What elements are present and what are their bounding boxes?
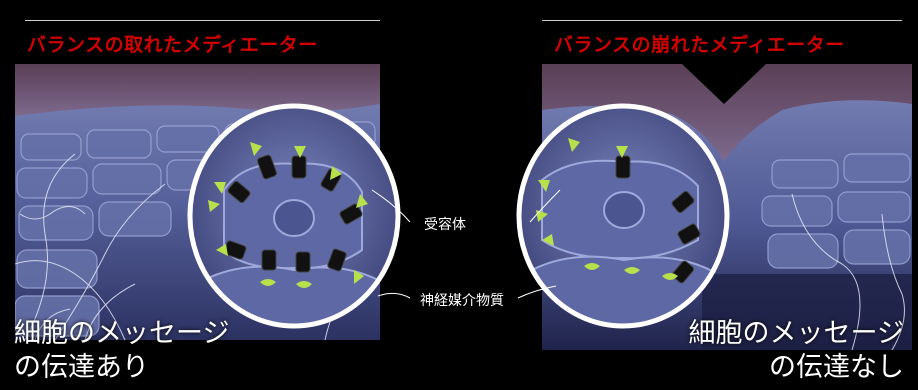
receptor-icon — [257, 154, 277, 180]
neurotransmitter-icon — [260, 279, 276, 286]
left-caption-line1: 細胞のメッセージ — [14, 318, 230, 349]
receptor-icon — [261, 249, 277, 271]
neurotransmitter-icon — [294, 146, 306, 158]
right-zoom-circle — [516, 103, 730, 329]
receptor-icon — [339, 203, 363, 225]
neurotransmitter-icon — [536, 210, 548, 222]
neurotransmitter-icon — [250, 142, 262, 156]
receptor-label: 受容体 — [424, 217, 466, 233]
neurotransmitter-icon — [584, 263, 600, 270]
left-caption-line2: の伝達あり — [14, 352, 149, 383]
neurotransmitter-icon — [216, 244, 228, 256]
left-panel-top-border — [25, 20, 380, 21]
receptor-icon — [295, 251, 311, 273]
neurotransmitter-icon — [356, 194, 368, 208]
right-panel-top-border — [542, 20, 902, 21]
right-panel-title: バランスの崩れたメディエーター — [542, 29, 859, 61]
neurotransmitter-icon — [208, 200, 220, 212]
neurotransmitter-icon — [296, 281, 312, 288]
neurotransmitter-icon — [662, 273, 678, 280]
neurotransmitter-icon — [616, 146, 628, 158]
neurotransmitter-icon — [354, 270, 364, 284]
left-panel-title: バランスの取れたメディエーター — [15, 29, 332, 61]
neurotransmitter-icon — [568, 138, 580, 152]
receptor-icon — [227, 180, 251, 204]
neurotransmitter-icon — [542, 234, 554, 246]
left-zoom-circle — [187, 103, 401, 329]
receptor-icon — [327, 248, 347, 272]
neurotransmitter-label: 神経媒介物質 — [420, 293, 504, 309]
neurotransmitter-icon — [214, 182, 226, 194]
receptor-icon — [671, 190, 695, 214]
neurotransmitter-icon — [330, 166, 342, 180]
right-caption-line2: の伝達なし — [769, 352, 904, 383]
receptor-icon — [677, 223, 701, 245]
neurotransmitter-icon — [624, 267, 640, 274]
neurotransmitter-icon — [538, 180, 550, 192]
receptor-icon — [671, 260, 695, 284]
right-caption-line1: 細胞のメッセージ — [688, 318, 904, 349]
